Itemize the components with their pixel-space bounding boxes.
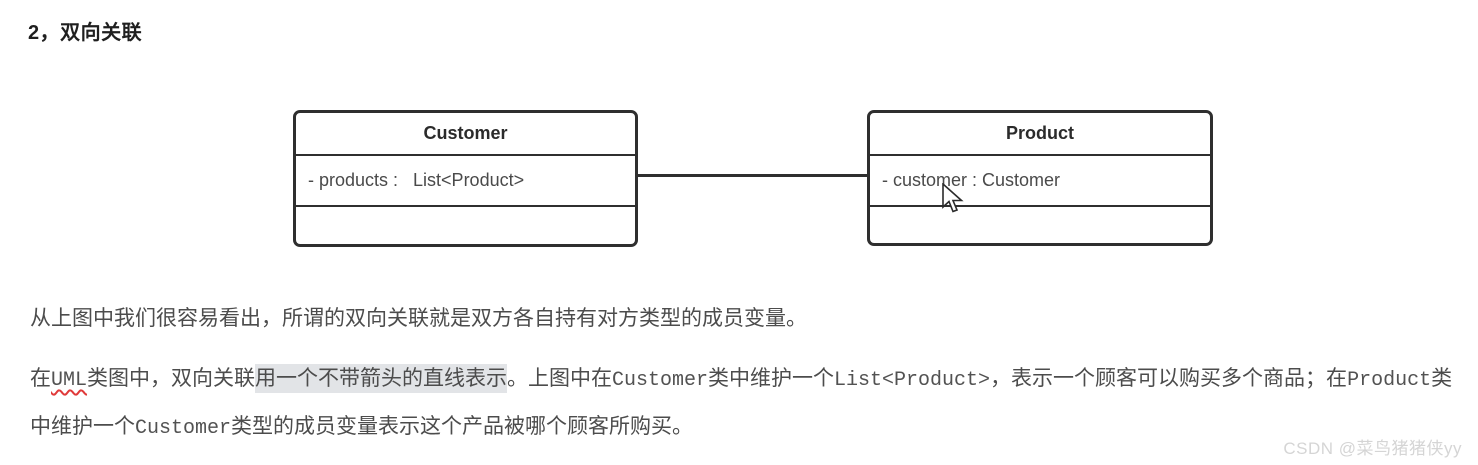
class-box-customer: Customer - products : List<Product> — [293, 110, 638, 247]
association-line — [637, 174, 868, 177]
section-heading: 2，双向关联 — [28, 22, 143, 44]
uml-class-diagram: Customer - products : List<Product> Prod… — [293, 110, 1213, 247]
text-segment: 类中维护一个 — [708, 367, 835, 390]
text-segment: 类中维护一个 — [30, 367, 1453, 438]
class-methods-empty — [296, 207, 635, 244]
text-segment: 在 — [30, 367, 51, 390]
class-box-product: Product - customer : Customer — [867, 110, 1213, 246]
paragraph-intro: 从上图中我们很容易看出，所谓的双向关联就是双方各自持有对方类型的成员变量。 — [30, 307, 807, 330]
highlighted-phrase: 用一个不带箭头的直线表示 — [255, 364, 508, 393]
inline-code-product: Product — [1347, 369, 1432, 392]
text-segment: 类型的成员变量表示这个产品被哪个顾客所购买。 — [231, 415, 694, 438]
text-segment: 。上图中在 — [507, 367, 613, 390]
text-segment: 类图中，双向关联 — [87, 367, 256, 390]
class-attribute-product: - customer : Customer — [870, 156, 1210, 207]
text-segment: ，表示一个顾客可以购买多个商品；在 — [990, 367, 1348, 390]
class-attribute-customer: - products : List<Product> — [296, 156, 635, 207]
paragraph-detail: 在UML类图中，双向关联用一个不带箭头的直线表示。上图中在Customer类中维… — [30, 356, 1460, 452]
class-title-product: Product — [870, 113, 1210, 156]
class-methods-empty — [870, 207, 1210, 243]
inline-code-customer: Customer — [135, 417, 232, 440]
inline-code-customer: Customer — [612, 369, 709, 392]
watermark: CSDN @菜鸟猪猪侠yy — [1283, 439, 1462, 458]
inline-code-uml: UML — [51, 369, 88, 392]
class-title-customer: Customer — [296, 113, 635, 156]
inline-code-list-product: List<Product> — [834, 369, 991, 392]
